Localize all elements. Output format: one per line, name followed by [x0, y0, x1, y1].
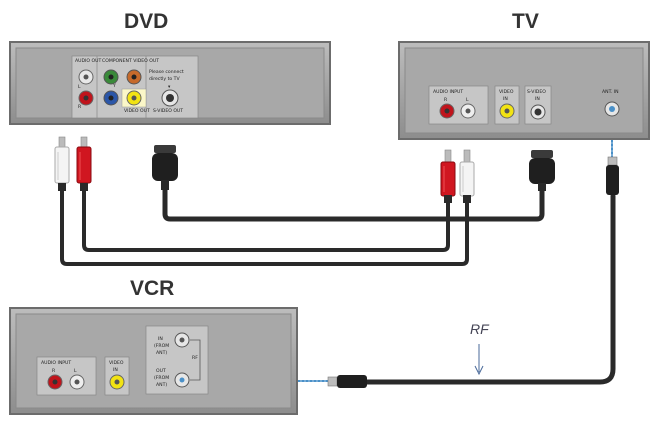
dvd-jack-y-label: Y	[112, 83, 116, 89]
vcr-audio-input-label: AUDIO INPUT	[41, 360, 71, 366]
dvd-red-rca-plug	[76, 136, 92, 191]
dvd-title: DVD	[124, 10, 168, 33]
dvd-video-out-label: VIDEO OUT	[124, 108, 150, 114]
tv-audio-input-label: AUDIO INPUT	[433, 89, 463, 95]
vcr-video-label: VIDEO	[109, 360, 124, 366]
tv-unit: TV AUDIO INPUT R L VIDEO IN S-VIDEO IN A…	[398, 10, 650, 140]
dvd-svideo-out-label: S-VIDEO OUT	[153, 108, 183, 114]
rf-arrow-head	[474, 365, 484, 376]
vcr-jack-r-label: R	[52, 368, 56, 374]
vcr-unit: VCR AUDIO INPUT R L VIDEO IN IN (FROM AN…	[9, 277, 298, 415]
tv-svideo-label: S-VIDEO	[527, 89, 546, 95]
tv-red-rca-plug	[440, 149, 456, 203]
dvd-white-rca-plug	[54, 136, 70, 191]
dvd-jack-area	[71, 55, 199, 119]
vcr-jack-l-label: L	[74, 368, 77, 374]
tv-video-in-label: IN	[503, 96, 508, 102]
tv-svideo-plug	[529, 150, 555, 191]
vcr-audio-area	[36, 356, 97, 396]
dvd-svideo-plug	[152, 145, 178, 190]
tv-title: TV	[512, 10, 539, 33]
dvd-jack-r-label: R	[78, 104, 82, 110]
tv-white-rca-plug	[459, 149, 475, 203]
vcr-title: VCR	[130, 277, 174, 300]
dvd-component-out-label: COMPONENT VIDEO OUT	[102, 58, 159, 64]
vcr-rf-tag: RF	[192, 355, 198, 361]
dvd-note-label-2: directly to TV	[149, 76, 180, 82]
vcr-rf-plug	[327, 375, 367, 388]
tv-ant-in-label: ANT. IN	[602, 89, 619, 95]
tv-rf-plug	[606, 156, 619, 195]
rf-cable	[362, 193, 616, 385]
svideo-cable	[162, 183, 545, 222]
dvd-note-label: Please connect	[149, 69, 184, 75]
dvd-jack-l-label: L	[78, 84, 81, 90]
tv-jack-l-label: L	[466, 97, 469, 103]
svg-text:▾: ▾	[168, 85, 171, 90]
dvd-audio-out-label: AUDIO OUT	[75, 58, 101, 64]
white-audio-cable	[60, 186, 469, 266]
tv-jack-r-label: R	[444, 97, 448, 103]
vcr-out-from-label: (FROM	[154, 375, 169, 381]
rf-cable-label: RF	[470, 321, 490, 337]
plugs	[54, 136, 619, 388]
vcr-out-ant-label: ANT)	[156, 382, 167, 388]
red-audio-cable	[82, 186, 450, 252]
rf-annotation: RF	[470, 321, 490, 376]
tv-audio-area	[428, 85, 489, 125]
vcr-in-from-label: (FROM	[154, 343, 169, 349]
tv-svideo-in-label: IN	[535, 96, 540, 102]
vcr-out-label: OUT	[156, 368, 166, 374]
dvd-unit: DVD AUDIO OUT COMPONENT VIDEO OUT Please…	[9, 10, 331, 125]
tv-video-label: VIDEO	[499, 89, 514, 95]
vcr-in-label: IN	[158, 336, 163, 342]
vcr-video-in-label: IN	[113, 367, 118, 373]
vcr-in-ant-label: ANT)	[156, 350, 167, 356]
